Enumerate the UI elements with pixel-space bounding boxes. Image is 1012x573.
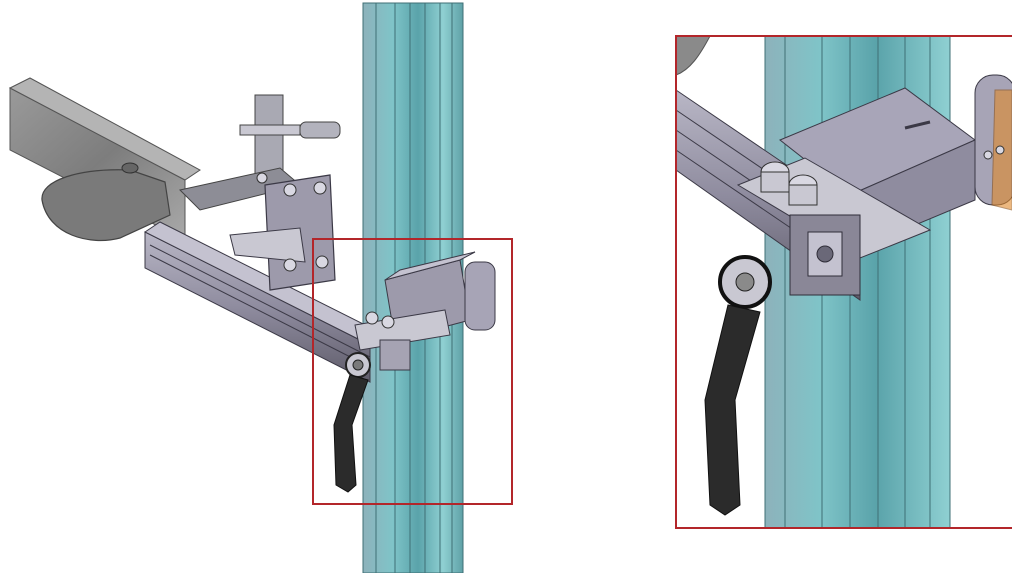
fastener-bolts: [760, 161, 818, 206]
assembly-overview-drawing: [8, 2, 513, 573]
cast-fragment: [675, 35, 711, 76]
locking-lever: [333, 352, 371, 493]
toggle-clamp: [179, 94, 341, 291]
zoomed-detail-drawing: [675, 35, 1012, 529]
highlight-frame: [312, 238, 513, 505]
profile-end-cap: [789, 214, 861, 296]
locking-lever-detail: [704, 255, 772, 516]
cast-beam: [8, 77, 201, 242]
assembly-overview-view: [8, 2, 513, 573]
zoomed-detail-view: [560, 0, 1012, 573]
mounting-bracket: [354, 251, 496, 371]
zoom-frame: [675, 35, 1012, 529]
